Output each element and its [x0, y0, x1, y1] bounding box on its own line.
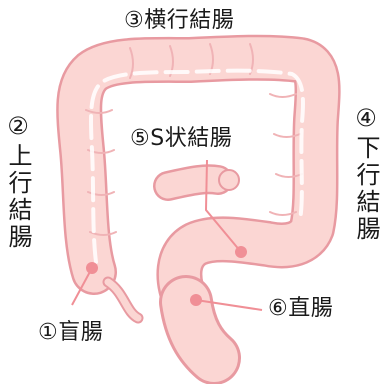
descending-colon-label: ④下行結腸	[354, 104, 378, 243]
transverse-colon-label: ③横行結腸	[124, 10, 234, 32]
sigmoid-end-ring	[219, 170, 239, 190]
ascending-colon-label: ②上行結腸	[6, 112, 30, 251]
rectum-label: ⑥直腸	[268, 298, 333, 320]
cecum-label: ①盲腸	[38, 322, 103, 344]
sigmoid-colon-label: ⑤S状結腸	[130, 128, 232, 150]
